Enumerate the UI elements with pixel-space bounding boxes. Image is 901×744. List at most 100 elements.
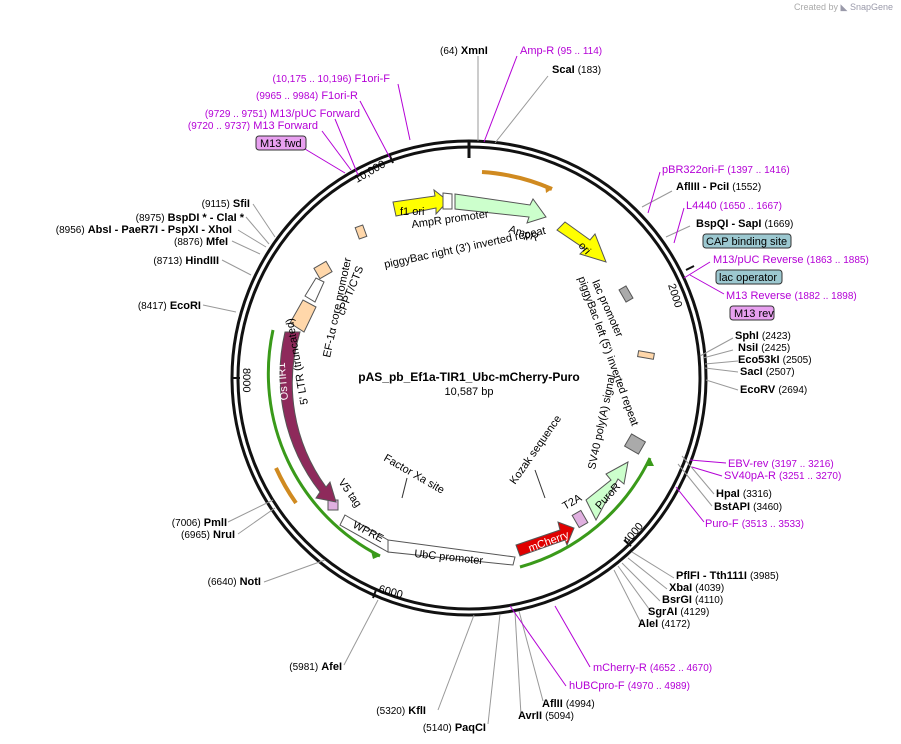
primer-ampr: Amp-R (95 .. 114) xyxy=(520,45,602,57)
site-scai: ScaI (183) xyxy=(552,64,601,76)
box-cap-text: CAP binding site xyxy=(706,236,787,248)
site-ecorv: EcoRV (2694) xyxy=(740,384,807,396)
site-noti: (6640) NotI xyxy=(208,576,261,588)
primer-ebv-rev: EBV-rev (3197 .. 3216) xyxy=(728,458,834,470)
site-xmni: (64) XmnI xyxy=(440,45,488,57)
site-ecori: (8417) EcoRI xyxy=(138,300,201,312)
tick-6000 xyxy=(372,589,377,599)
primer-hubcpro-f: hUBCpro-F (4970 .. 4989) xyxy=(569,680,690,692)
box-lacop xyxy=(715,269,783,285)
site-afliii: AflIII - PciI (1552) xyxy=(676,181,761,193)
site-hpai: HpaI (3316) xyxy=(716,488,772,500)
credit-prefix: Created by xyxy=(793,2,838,12)
site-alei: AleI (4172) xyxy=(638,618,690,630)
feature-cppt xyxy=(313,260,333,280)
label-factorxa: Factor Xa site xyxy=(382,452,447,496)
tick-2000 xyxy=(685,265,695,271)
site-pmli: (7006) PmlI xyxy=(172,517,227,529)
primer-labels: Amp-R (95 .. 114) pBR322ori-F (1397 .. 1… xyxy=(520,45,869,692)
credit-brand: SnapGene xyxy=(849,2,893,12)
label-mcherry: mCherry xyxy=(527,529,571,555)
primer-pbr322ori: pBR322ori-F (1397 .. 1416) xyxy=(662,164,790,176)
green-track-left-arrow xyxy=(371,551,380,559)
primer-f1ori-r: (9965 .. 9984) F1ori-R xyxy=(256,90,358,102)
site-avrii: AvrII (5094) xyxy=(518,710,574,722)
label-kozak: Kozak sequence xyxy=(508,413,564,487)
site-bspqi: BspQI - SapI (1669) xyxy=(696,218,793,230)
box-m13rev xyxy=(729,305,775,321)
feature-lacpromoter xyxy=(618,285,634,303)
site-kfli: (5320) KflI xyxy=(376,705,426,717)
primer-puro-f: Puro-F (3513 .. 3533) xyxy=(705,518,804,530)
site-xhoi: (8956) AbsI - PaeR7I - PspXI - XhoI xyxy=(56,224,232,236)
kozak-leader xyxy=(534,469,546,499)
primer-m13-reverse: M13 Reverse (1882 .. 1898) xyxy=(726,290,857,302)
orange-track-top-arrow xyxy=(545,184,552,193)
site-paqci: (5140) PaqCI xyxy=(423,722,486,734)
site-mfei: (8876) MfeI xyxy=(174,236,228,248)
feature-small-orange xyxy=(354,224,368,240)
label-ostir1: OsTIR1 xyxy=(276,362,291,401)
feature-ampr xyxy=(454,193,547,224)
feature-ostir1 xyxy=(279,331,337,503)
site-aflii: AflII (4994) xyxy=(542,698,595,710)
feature-puror xyxy=(585,461,629,522)
label-ubc: UbC promoter xyxy=(414,548,484,567)
green-track-right-arrow xyxy=(645,458,654,466)
feature-t2a xyxy=(571,509,589,529)
site-nsii: NsiI (2425) xyxy=(738,342,790,354)
tick-label-8000: 8000 xyxy=(240,368,252,392)
green-track-left xyxy=(266,329,381,558)
tick-10000 xyxy=(389,155,394,164)
site-bsrgi: BsrGI (4110) xyxy=(662,594,723,606)
site-nrui: (6965) NruI xyxy=(181,529,235,541)
feature-sv40 xyxy=(623,433,647,455)
feature-wpre xyxy=(339,514,389,553)
orange-track-left xyxy=(274,467,298,505)
box-cap xyxy=(702,233,792,249)
primer-m13puc-forward: (9729 .. 9751) M13/pUC Forward xyxy=(205,108,360,120)
sites-right: (64) XmnI ScaI (183) AflIII - PciI (1552… xyxy=(440,45,812,722)
site-sfii: (9115) SfiI xyxy=(202,198,250,210)
orange-track-top xyxy=(481,170,553,191)
feature-pbleft xyxy=(637,350,655,360)
sites-left: (5140) PaqCI (5320) KflI (5981) AfeI (66… xyxy=(56,198,486,734)
box-m13fwd-text: M13 fwd xyxy=(260,138,302,150)
site-saci: SacI (2507) xyxy=(740,366,795,378)
primer-labels-left: (10,175 .. 10,196) F1ori-F (9965 .. 9984… xyxy=(188,73,390,132)
factorxa-leader xyxy=(401,477,408,499)
site-xbai: XbaI (4039) xyxy=(669,582,724,594)
site-clai: (8975) BspDI * - ClaI * xyxy=(136,212,245,224)
site-afei: (5981) AfeI xyxy=(289,661,342,673)
primer-m13puc-reverse: M13/pUC Reverse (1863 .. 1885) xyxy=(713,254,869,266)
plasmid-name: pAS_pb_Ef1a-TIR1_Ubc-mCherry-Puro xyxy=(358,370,579,384)
tick-4000 xyxy=(623,539,632,547)
box-m13fwd xyxy=(255,135,307,151)
feature-amprpromoter xyxy=(442,192,453,210)
box-m13rev-text: M13 rev xyxy=(734,308,774,320)
label-sv40: SV40 poly(A) signal xyxy=(586,374,618,471)
primer-sv40pa-r: SV40pA-R (3251 .. 3270) xyxy=(724,470,841,482)
primer-f1ori-f: (10,175 .. 10,196) F1ori-F xyxy=(273,73,391,85)
site-leaders xyxy=(202,56,739,725)
label-t2a: T2A xyxy=(561,492,585,513)
primer-m13-forward: (9720 .. 9737) M13 Forward xyxy=(188,120,318,132)
label-v5: V5 tag xyxy=(336,477,364,510)
label-pbright: piggyBac right (3') inverted repeat xyxy=(383,225,547,271)
feature-mcherry xyxy=(515,521,575,557)
feature-ef1a xyxy=(304,277,325,303)
feature-ori xyxy=(556,221,607,263)
snapgene-logo: ◣ xyxy=(840,2,848,12)
box-lacop-text: lac operator xyxy=(719,272,777,284)
site-sgrai: SgrAI (4129) xyxy=(648,606,709,618)
primer-l4440: L4440 (1650 .. 1667) xyxy=(686,200,782,212)
plasmid-size: 10,587 bp xyxy=(445,386,494,398)
green-track-right xyxy=(519,457,652,569)
feature-ltr xyxy=(289,299,317,333)
site-eco53ki: Eco53kI (2505) xyxy=(738,354,812,366)
label-f1ori: f1 ori xyxy=(400,206,424,218)
feature-f1ori xyxy=(392,188,449,217)
site-hindiii: (8713) HindIII xyxy=(153,255,219,267)
credit: Created by ◣ SnapGene xyxy=(794,2,893,13)
